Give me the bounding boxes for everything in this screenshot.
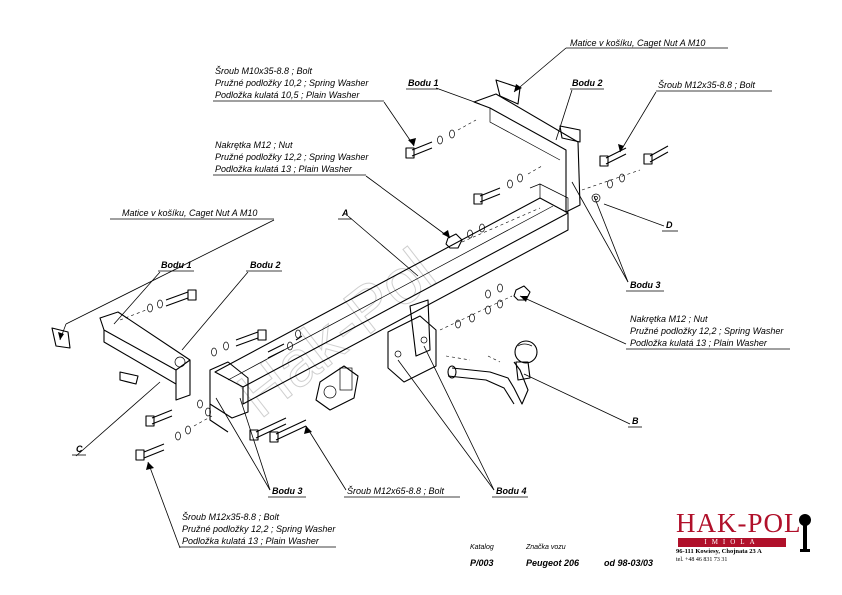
callout-nut-m12-line1: Nakrętka M12 ; Nut (215, 140, 293, 150)
label-bodu4: Bodu 4 (496, 486, 527, 496)
callout-bolt-m10-line3: Podložka kulatá 10,5 ; Plain Washer (215, 90, 360, 100)
logo-phone: tel. +48 46 831 73 31 (676, 557, 728, 563)
footer-catalog-number: P/003 (470, 558, 494, 568)
callout-right-nut-line3: Podložka kulatá 13 ; Plain Washer (630, 338, 768, 348)
callout-left-nut: Matice v košíku, Caget Nut A M10 (122, 208, 257, 218)
tow-ball-icon (799, 514, 811, 552)
label-bodu1-top: Bodu 1 (408, 78, 439, 88)
label-C: C (76, 444, 83, 454)
logo-name: HAK-POL (676, 508, 802, 538)
footer-catalog-label: Katalog (470, 544, 494, 551)
callout-bolt-m10-line1: Šroub M10x35-8.8 ; Bolt (215, 66, 313, 76)
left-bracket (51, 311, 191, 401)
label-bodu2-left: Bodu 2 (250, 260, 281, 270)
leader-lines (58, 47, 665, 549)
callout-labels: Matice v košíku, Caget Nut A M10 Šroub M… (110, 38, 790, 548)
point-labels: Bodu 1 Bodu 2 Bodu 1 Bodu 2 Bodu 3 Bodu … (72, 78, 678, 498)
label-bodu2-top: Bodu 2 (572, 78, 603, 88)
callout-bottom-bolt-line2: Pružné podložky 12,2 ; Spring Washer (182, 524, 336, 534)
callout-bolt-m10-line2: Pružné podložky 10,2 ; Spring Washer (215, 78, 369, 88)
callout-top-nut: Matice v košíku, Caget Nut A M10 (570, 38, 705, 48)
centre-mount-plate (315, 299, 437, 411)
callout-bolt-m12-top: Šroub M12x35-8.8 ; Bolt (658, 80, 756, 90)
right-bracket (473, 79, 601, 213)
callout-bottom-bolt-line3: Podložka kulatá 13 ; Plain Washer (182, 536, 320, 546)
fasteners (119, 119, 669, 461)
callout-nut-m12-line2: Pružné podložky 12,2 ; Spring Washer (215, 152, 369, 162)
callout-right-nut-line1: Nakrętka M12 ; Nut (630, 314, 708, 324)
callout-bottom-bolt-line1: Šroub M12x35-8.8 ; Bolt (182, 512, 280, 522)
label-B: B (632, 416, 639, 426)
label-bodu3-right: Bodu 3 (630, 280, 661, 290)
tow-ball-B (445, 340, 538, 405)
footer-vehicle: Peugeot 206 (526, 558, 580, 568)
footer-date-range: od 98-03/03 (604, 558, 654, 568)
callout-bolt-m12x65: Šroub M12x65-8.8 ; Bolt (347, 486, 445, 496)
label-D: D (666, 220, 673, 230)
label-bodu3-bottom: Bodu 3 (272, 486, 303, 496)
footer-brand-label: Značka vozu (526, 544, 566, 551)
label-A: A (341, 208, 349, 218)
callout-right-nut-line2: Pružné podložky 12,2 ; Spring Washer (630, 326, 784, 336)
hak-pol-logo: HAK-POL IMIOLA 96-111 Kowiesy, Chojnata … (676, 508, 816, 578)
logo-tagline: IMIOLA (678, 538, 786, 547)
label-bodu1-left: Bodu 1 (161, 260, 192, 270)
callout-nut-m12-line3: Podložka kulatá 13 ; Plain Washer (215, 164, 353, 174)
logo-address: 96-111 Kowiesy, Chojnata 23 A (676, 548, 762, 555)
